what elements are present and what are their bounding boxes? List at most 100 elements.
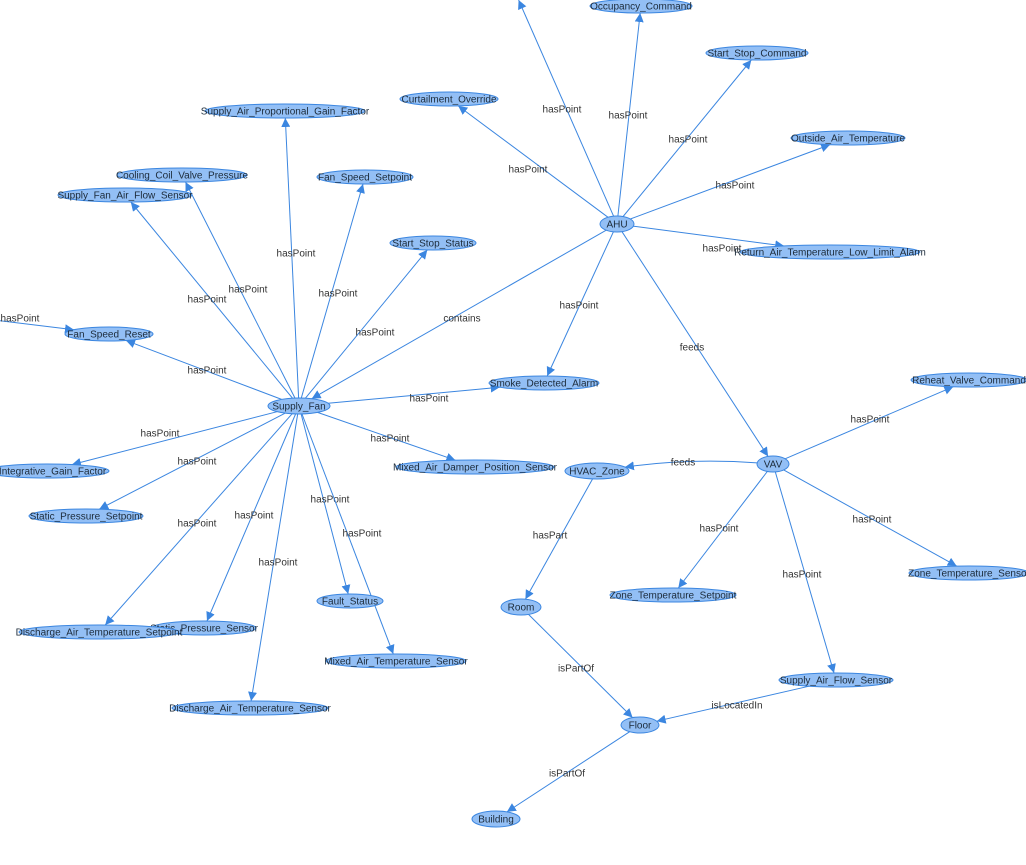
node-ellipse[interactable] [0, 463, 110, 479]
node-occupancy-command[interactable]: Occupancy_Command [589, 0, 693, 14]
node-ellipse[interactable] [488, 375, 600, 391]
edge-line [206, 413, 297, 622]
node-ellipse[interactable] [790, 130, 906, 146]
node-ellipse[interactable] [908, 565, 1026, 581]
node-static-pressure-setpoint[interactable]: Static_Pressure_Setpoint [28, 508, 144, 524]
node-label: Start_Stop_Command [708, 49, 807, 60]
node-zone-temperature-sensor[interactable]: Zone_Temperature_Sensor [908, 565, 1026, 581]
node-curtailment-override[interactable]: Curtailment_Override [399, 91, 499, 107]
node-ellipse[interactable] [910, 372, 1026, 388]
edge-supply-fan-to-fan-speed-reset: hasPoint [125, 339, 282, 400]
node-ellipse[interactable] [399, 91, 499, 107]
edge-label: hasPoint [356, 328, 395, 339]
node-start-stop-status[interactable]: Start_Stop_Status [389, 235, 477, 251]
node-ellipse[interactable] [471, 810, 521, 828]
edge-supply-fan-to-supply-air-proportional-gain-factor: hasPoint [277, 117, 316, 399]
edge-ahu-to-vav: feeds [621, 231, 769, 457]
node-ellipse[interactable] [756, 455, 790, 473]
node-fault-status[interactable]: Fault_Status [316, 593, 384, 609]
node-ellipse[interactable] [705, 45, 809, 61]
node-ellipse[interactable] [589, 0, 693, 14]
edge-line [130, 201, 293, 399]
edge-line [185, 181, 296, 399]
edge-line [633, 225, 785, 250]
node-ellipse[interactable] [64, 326, 154, 342]
edge-line [524, 478, 594, 600]
node-discharge-air-temperature-setpoint[interactable]: Discharge_Air_Temperature_Setpoint [16, 624, 183, 640]
node-label: Mixed_Air_Damper_Position_Sensor [393, 463, 558, 474]
node-integrative-gain-factor[interactable]: ir_Integrative_Gain_Factor [0, 463, 110, 479]
node-ellipse[interactable] [316, 169, 414, 185]
node-label: Floor [629, 721, 652, 732]
edge-supply-air-flow-sensor-to-floor: isLocatedIn [656, 685, 810, 724]
node-ellipse[interactable] [18, 624, 180, 640]
edge-label: isPartOf [558, 664, 594, 675]
edge-line [774, 471, 836, 674]
node-ellipse[interactable] [267, 397, 331, 415]
node-smoke-detected-alarm[interactable]: Smoke_Detected_Alarm [488, 375, 600, 391]
node-ellipse[interactable] [599, 215, 635, 233]
edge-supply-fan-to-fan-speed-setpoint: hasPoint [300, 183, 365, 399]
edge-supply-fan-to-cooling-coil-valve-pressure: hasPoint [185, 181, 296, 399]
edge-label: hasPoint [311, 495, 350, 506]
node-reheat-valve-command[interactable]: Reheat_Valve_Command [910, 372, 1026, 388]
node-supply-fan-air-flow-sensor[interactable]: Supply_Fan_Air_Flow_Sensor [57, 187, 193, 203]
node-ellipse[interactable] [325, 653, 467, 669]
node-zone-temperature-setpoint[interactable]: Zone_Temperature_Setpoint [609, 587, 737, 603]
edge-line [301, 413, 395, 655]
node-ellipse[interactable] [620, 716, 660, 734]
node-return-air-temperature-low-limit-alarm[interactable]: Return_Air_Temperature_Low_Limit_Alarm [734, 244, 926, 260]
node-vav[interactable]: VAV [756, 455, 790, 473]
node-ellipse[interactable] [204, 103, 366, 119]
node-label: Supply_Fan [272, 402, 325, 413]
node-ellipse[interactable] [316, 593, 384, 609]
edge-floor-to-building: isPartOf [506, 731, 630, 813]
node-supply-air-flow-sensor[interactable]: Supply_Air_Flow_Sensor [778, 672, 894, 688]
edge-label: isLocatedIn [711, 701, 762, 712]
node-ellipse[interactable] [778, 672, 894, 688]
edge-line [104, 413, 293, 626]
node-floor[interactable]: Floor [620, 716, 660, 734]
node-ellipse[interactable] [116, 167, 248, 183]
node-hvac-zone[interactable]: HVAC_Zone [564, 462, 630, 480]
node-discharge-air-temperature-sensor[interactable]: Discharge_Air_Temperature_Sensor [169, 700, 332, 716]
edge-supply-fan-to-mixed-air-damper-position-sensor: hasPoint [317, 411, 456, 462]
node-mixed-air-temperature-sensor[interactable]: Mixed_Air_Temperature_Sensor [324, 653, 468, 669]
edge-ahu-to-smoke-detected-alarm: hasPoint [546, 231, 614, 377]
node-mixed-air-damper-position-sensor[interactable]: Mixed_Air_Damper_Position_Sensor [393, 459, 558, 475]
edge-label: hasPoint [319, 289, 358, 300]
node-label: Curtailment_Override [401, 95, 496, 106]
edge-line [281, 117, 300, 399]
edge-line [783, 469, 957, 567]
node-ellipse[interactable] [171, 700, 329, 716]
edge-line [624, 460, 758, 471]
node-outside-air-temperature[interactable]: Outside_Air_Temperature [790, 130, 906, 146]
node-ellipse[interactable] [57, 187, 193, 203]
edge-line [98, 412, 286, 510]
node-fan-speed-reset[interactable]: Fan_Speed_Reset [64, 326, 154, 342]
node-ellipse[interactable] [564, 462, 630, 480]
edge-line [546, 231, 614, 377]
node-ellipse[interactable] [609, 587, 737, 603]
node-building[interactable]: Building [471, 810, 521, 828]
node-cooling-coil-valve-pressure[interactable]: Cooling_Coil_Valve_Pressure [116, 167, 249, 183]
node-label: Cooling_Coil_Valve_Pressure [116, 171, 249, 182]
edge-ahu-to-outside-air-temperature: hasPoint [630, 143, 831, 220]
node-ellipse[interactable] [28, 508, 144, 524]
edge-line [300, 413, 351, 595]
node-ellipse[interactable] [395, 459, 555, 475]
node-start-stop-command[interactable]: Start_Stop_Command [705, 45, 809, 61]
edge-label: hasPoint [716, 181, 755, 192]
node-room[interactable]: Room [500, 598, 542, 616]
node-supply-air-proportional-gain-factor[interactable]: Supply_Air_Proportional_Gain_Factor [201, 103, 370, 119]
edge-line [528, 614, 633, 718]
node-ellipse[interactable] [500, 598, 542, 616]
node-supply-fan[interactable]: Supply_Fan [267, 397, 331, 415]
edge-line [617, 12, 644, 217]
node-fan-speed-setpoint[interactable]: Fan_Speed_Setpoint [316, 169, 414, 185]
node-ellipse[interactable] [389, 235, 477, 251]
edge-label: hasPoint [560, 301, 599, 312]
node-ahu[interactable]: AHU [599, 215, 635, 233]
node-ellipse[interactable] [739, 244, 921, 260]
